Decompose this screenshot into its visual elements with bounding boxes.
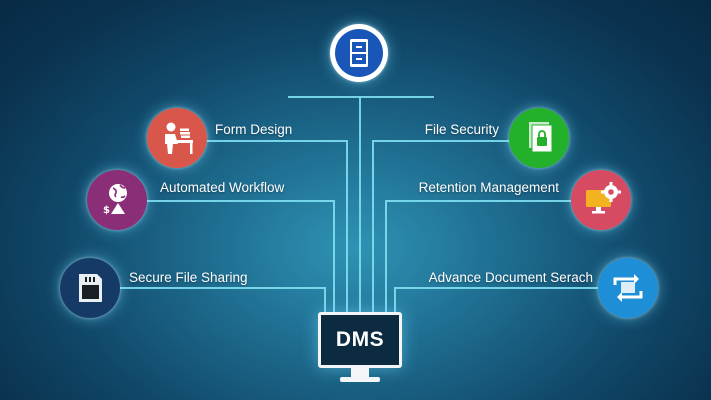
advance-document-search-label: Advance Document Serach bbox=[428, 270, 593, 285]
retention-management-node bbox=[571, 170, 631, 230]
connector-file-security bbox=[372, 140, 510, 312]
monitor-gear-icon bbox=[586, 182, 621, 214]
file-cabinet-icon bbox=[335, 29, 383, 77]
connector-form-design bbox=[205, 140, 348, 312]
monitor-neck bbox=[351, 368, 369, 378]
connector-secure-file-sharing bbox=[120, 287, 326, 312]
sd-card-icon bbox=[79, 274, 102, 302]
dms-label: DMS bbox=[335, 328, 385, 351]
top-node bbox=[330, 24, 388, 82]
automated-workflow-node: $ bbox=[87, 170, 147, 230]
automated-workflow-label: Automated Workflow bbox=[160, 180, 285, 195]
money-globe-icon: $ bbox=[103, 184, 127, 216]
file-security-node bbox=[509, 108, 569, 168]
advance-document-search-node bbox=[598, 258, 658, 318]
sync-arrows-icon bbox=[613, 274, 643, 302]
form-design-node bbox=[147, 108, 207, 168]
secure-file-sharing-node bbox=[60, 258, 120, 318]
connector-automated-workflow bbox=[145, 200, 335, 312]
svg-text:$: $ bbox=[103, 205, 110, 216]
form-design-label: Form Design bbox=[215, 122, 293, 137]
desk-worker-icon bbox=[165, 122, 193, 154]
file-security-label: File Security bbox=[424, 122, 499, 137]
locked-files-icon bbox=[529, 122, 553, 153]
dms-monitor: DMS bbox=[318, 312, 402, 368]
connector-advance-document-search bbox=[394, 287, 598, 312]
connector-top bbox=[288, 96, 434, 312]
secure-file-sharing-label: Secure File Sharing bbox=[129, 270, 248, 285]
retention-management-label: Retention Management bbox=[418, 180, 559, 195]
monitor-base bbox=[340, 377, 380, 382]
connector-retention-management bbox=[385, 200, 572, 312]
